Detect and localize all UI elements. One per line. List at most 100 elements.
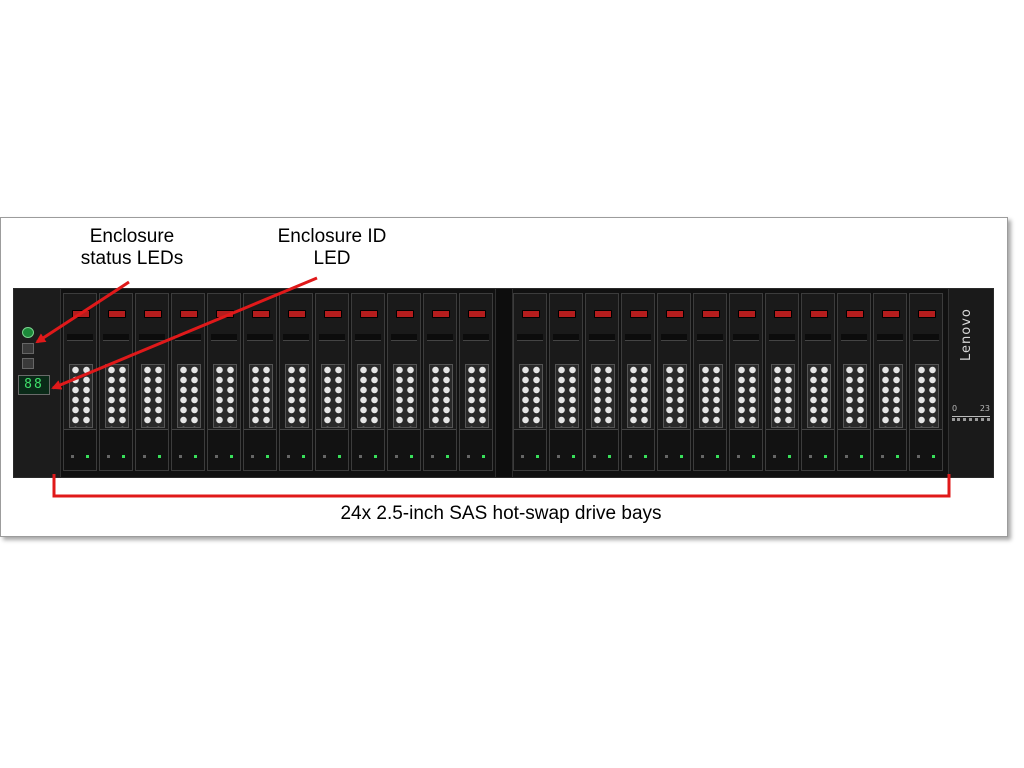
drive-tray-base: [694, 429, 726, 470]
drive-status-led-icon: [809, 455, 812, 458]
drive-tray-base: [424, 429, 456, 470]
drive-bay[interactable]: [99, 293, 133, 471]
drive-activity-led-icon: [752, 455, 755, 458]
drive-bay[interactable]: [315, 293, 349, 471]
drive-handle: [661, 334, 687, 341]
drive-bay[interactable]: [135, 293, 169, 471]
drive-latch-icon[interactable]: [396, 310, 414, 318]
drive-tray-base: [514, 429, 546, 470]
drive-handle: [589, 334, 615, 341]
drive-bays-bracket: [52, 474, 951, 498]
drive-bay[interactable]: [387, 293, 421, 471]
drive-latch-icon[interactable]: [324, 310, 342, 318]
drive-bay[interactable]: [801, 293, 835, 471]
drive-bay[interactable]: [351, 293, 385, 471]
drive-tray-base: [550, 429, 582, 470]
drive-tray-base: [280, 429, 312, 470]
drive-handle: [355, 334, 381, 341]
drive-status-led-icon: [143, 455, 146, 458]
status-leds-caption-line1: Enclosure: [89, 226, 175, 247]
drive-activity-led-icon: [446, 455, 449, 458]
drive-tray-base: [136, 429, 168, 470]
drive-handle: [103, 334, 129, 341]
drive-bay[interactable]: [873, 293, 907, 471]
drive-activity-led-icon: [680, 455, 683, 458]
drive-latch-icon[interactable]: [774, 310, 792, 318]
drive-bay[interactable]: [585, 293, 619, 471]
drive-tray-base: [766, 429, 798, 470]
drive-latch-icon[interactable]: [810, 310, 828, 318]
drive-bay[interactable]: [765, 293, 799, 471]
drive-status-led-icon: [629, 455, 632, 458]
drive-latch-icon[interactable]: [360, 310, 378, 318]
bay-number-range: 0 23: [952, 404, 990, 425]
drive-latch-icon[interactable]: [522, 310, 540, 318]
drive-status-led-icon: [701, 455, 704, 458]
drive-vent-grill: [213, 364, 237, 428]
drive-bays-caption: 24x 2.5-inch SAS hot-swap drive bays: [340, 503, 662, 524]
drive-tray-base: [838, 429, 870, 470]
drive-activity-led-icon: [932, 455, 935, 458]
drive-bay[interactable]: [171, 293, 205, 471]
drive-activity-led-icon: [374, 455, 377, 458]
drive-handle: [625, 334, 651, 341]
drive-status-led-icon: [521, 455, 524, 458]
drive-bay[interactable]: [549, 293, 583, 471]
drive-handle: [319, 334, 345, 341]
drive-vent-grill: [915, 364, 939, 428]
drive-handle: [805, 334, 831, 341]
fault-led-icon: [22, 343, 34, 354]
drive-bay[interactable]: [909, 293, 943, 471]
drive-latch-icon[interactable]: [738, 310, 756, 318]
drive-bay[interactable]: [693, 293, 727, 471]
drive-tray-base: [208, 429, 240, 470]
drive-latch-icon[interactable]: [558, 310, 576, 318]
drive-tray-base: [802, 429, 834, 470]
drive-latch-icon[interactable]: [180, 310, 198, 318]
drive-bay[interactable]: [243, 293, 277, 471]
drive-latch-icon[interactable]: [288, 310, 306, 318]
drive-latch-icon[interactable]: [468, 310, 486, 318]
drive-latch-icon[interactable]: [702, 310, 720, 318]
drive-activity-led-icon: [644, 455, 647, 458]
drive-vent-grill: [429, 364, 453, 428]
drive-latch-icon[interactable]: [666, 310, 684, 318]
drive-activity-led-icon: [122, 455, 125, 458]
drive-tray-base: [172, 429, 204, 470]
status-leds-caption-line2: status LEDs: [80, 248, 184, 269]
drive-bay[interactable]: [459, 293, 493, 471]
drive-latch-icon[interactable]: [144, 310, 162, 318]
drive-handle: [427, 334, 453, 341]
drive-bay[interactable]: [729, 293, 763, 471]
drive-tray-base: [388, 429, 420, 470]
drive-handle: [247, 334, 273, 341]
drive-activity-led-icon: [824, 455, 827, 458]
drive-status-led-icon: [845, 455, 848, 458]
drive-bay[interactable]: [837, 293, 871, 471]
drive-bay[interactable]: [207, 293, 241, 471]
drive-vent-grill: [69, 364, 93, 428]
drive-latch-icon[interactable]: [594, 310, 612, 318]
drive-bay[interactable]: [279, 293, 313, 471]
drive-latch-icon[interactable]: [630, 310, 648, 318]
drive-handle: [733, 334, 759, 341]
drive-activity-led-icon: [572, 455, 575, 458]
drive-bay[interactable]: [657, 293, 691, 471]
enclosure-figure: Enclosure status LEDs Enclosure ID LED 8…: [0, 217, 1008, 537]
drive-latch-icon[interactable]: [882, 310, 900, 318]
drive-handle: [67, 334, 93, 341]
drive-tray-base: [316, 429, 348, 470]
drive-latch-icon[interactable]: [108, 310, 126, 318]
drive-bay[interactable]: [621, 293, 655, 471]
drive-latch-icon[interactable]: [846, 310, 864, 318]
drive-bay[interactable]: [423, 293, 457, 471]
drive-bay[interactable]: [513, 293, 547, 471]
drive-latch-icon[interactable]: [918, 310, 936, 318]
drive-vent-grill: [393, 364, 417, 428]
drive-tray-base: [874, 429, 906, 470]
drive-activity-led-icon: [788, 455, 791, 458]
drive-latch-icon[interactable]: [432, 310, 450, 318]
drive-status-led-icon: [395, 455, 398, 458]
drive-status-led-icon: [737, 455, 740, 458]
drive-latch-icon[interactable]: [252, 310, 270, 318]
